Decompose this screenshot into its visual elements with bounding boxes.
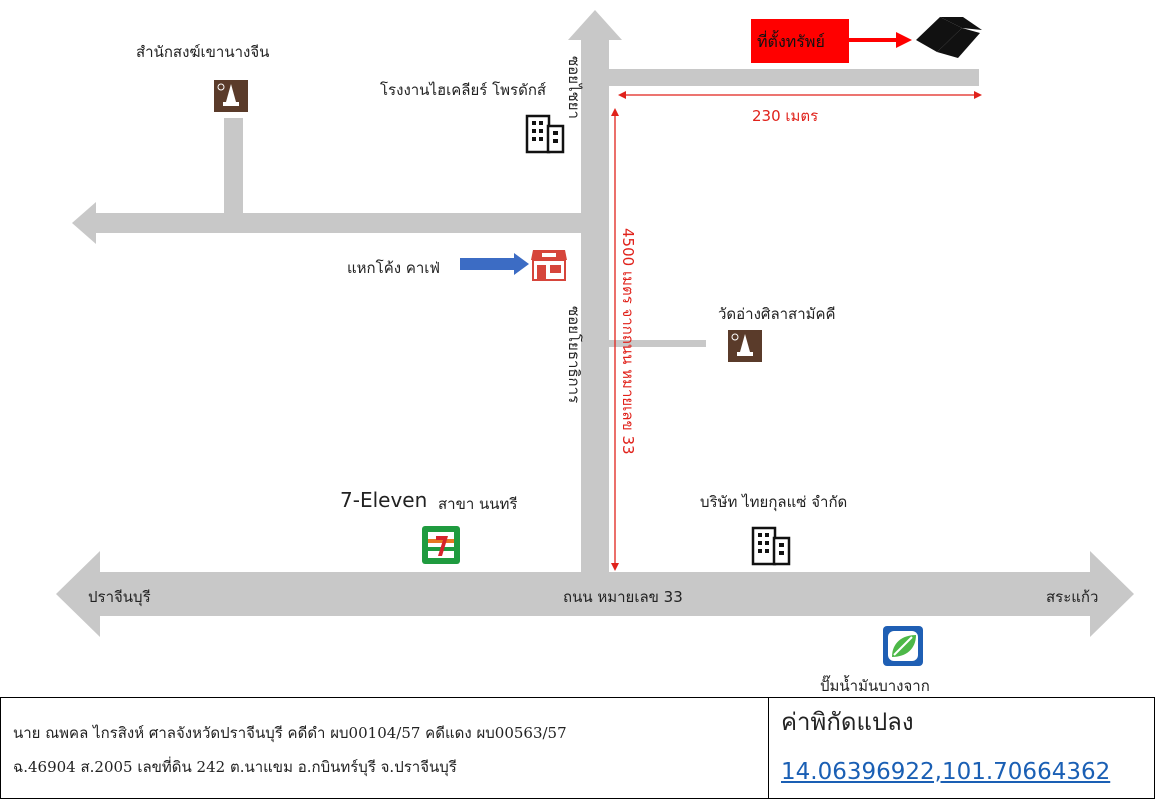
seven-eleven-branch-label: สาขา นนทรี — [438, 495, 518, 513]
coordinates-cell: ค่าพิกัดแปลง 14.06396922,101.70664362 — [769, 698, 1154, 798]
seven-eleven-logo-icon — [422, 526, 460, 564]
distance-top-label: 230 เมตร — [752, 107, 819, 125]
soi-lower-label: ซอยโยธาธิการ — [565, 306, 583, 404]
property-label: ที่ตั้งทรัพย์ — [757, 32, 825, 51]
soi-upper-label: ซอยไชยา — [565, 56, 583, 119]
cafe-label: แหกโค้ง คาเฟ่ — [347, 259, 441, 277]
west-road — [96, 213, 582, 233]
factory-label: โรงงานไฮเคลียร์ โพรดักส์ — [380, 81, 547, 99]
temple2-lane — [609, 340, 706, 347]
temple2-label: วัดอ่างศิลาสามัคคี — [718, 305, 836, 323]
property-pointer-arrowhead — [896, 32, 912, 48]
distance-vertical-label: 4500 เมตร จากถนน หมายเลข 33 — [619, 228, 637, 455]
property-access-road — [609, 69, 979, 86]
owner-case-line: นาย ณพคล ไกรสิงห์ ศาลจังหวัดปราจีนบุรี ค… — [13, 724, 567, 742]
soi-vertical-road — [581, 36, 609, 576]
office-building-icon — [524, 112, 566, 154]
temple-icon — [728, 330, 762, 362]
info-table: นาย ณพคล ไกรสิงห์ ศาลจังหวัดปราจีนบุรี ค… — [0, 697, 1155, 799]
company-label: บริษัท ไทยกุลแซ่ จำกัด — [700, 493, 848, 511]
deed-line: ฉ.46904 ส.2005 เลขที่ดิน 242 ต.นาแขม อ.ก… — [13, 758, 457, 776]
office-building-icon — [750, 524, 792, 566]
soi-north-arrow — [568, 10, 622, 40]
temple-branch-road — [224, 118, 243, 214]
road-left-end-label: ปราจีนบุรี — [88, 588, 151, 606]
road-main-label: ถนน หมายเลข 33 — [563, 588, 683, 606]
cafe-pointer-arrow — [460, 253, 529, 275]
gas-station-label: ปั๊มน้ำมันบางจาก — [820, 677, 930, 695]
property-label-box — [751, 19, 849, 63]
coordinates-link[interactable]: 14.06396922,101.70664362 — [781, 759, 1111, 785]
temple-icon — [214, 80, 248, 112]
road-right-end-label: สระแก้ว — [1046, 588, 1099, 606]
temple1-label: สำนักสงฆ์เขานางจีน — [136, 43, 270, 61]
seven-eleven-brand-label: 7-Eleven — [340, 488, 428, 512]
main-road — [56, 551, 1134, 637]
location-map: ที่ตั้งทรัพย์ 230 เมตร สำนักสงฆ์เขานางจี… — [56, 10, 1134, 695]
west-road-arrow — [72, 202, 96, 244]
coordinates-title: ค่าพิกัดแปลง — [781, 708, 914, 736]
owner-details: นาย ณพคล ไกรสิงห์ ศาลจังหวัดปราจีนบุรี ค… — [1, 698, 769, 798]
cafe-shop-icon — [530, 246, 568, 282]
land-parcel-icon — [916, 17, 982, 58]
road-network — [56, 10, 1134, 637]
bangchak-gas-station-icon — [883, 626, 923, 666]
